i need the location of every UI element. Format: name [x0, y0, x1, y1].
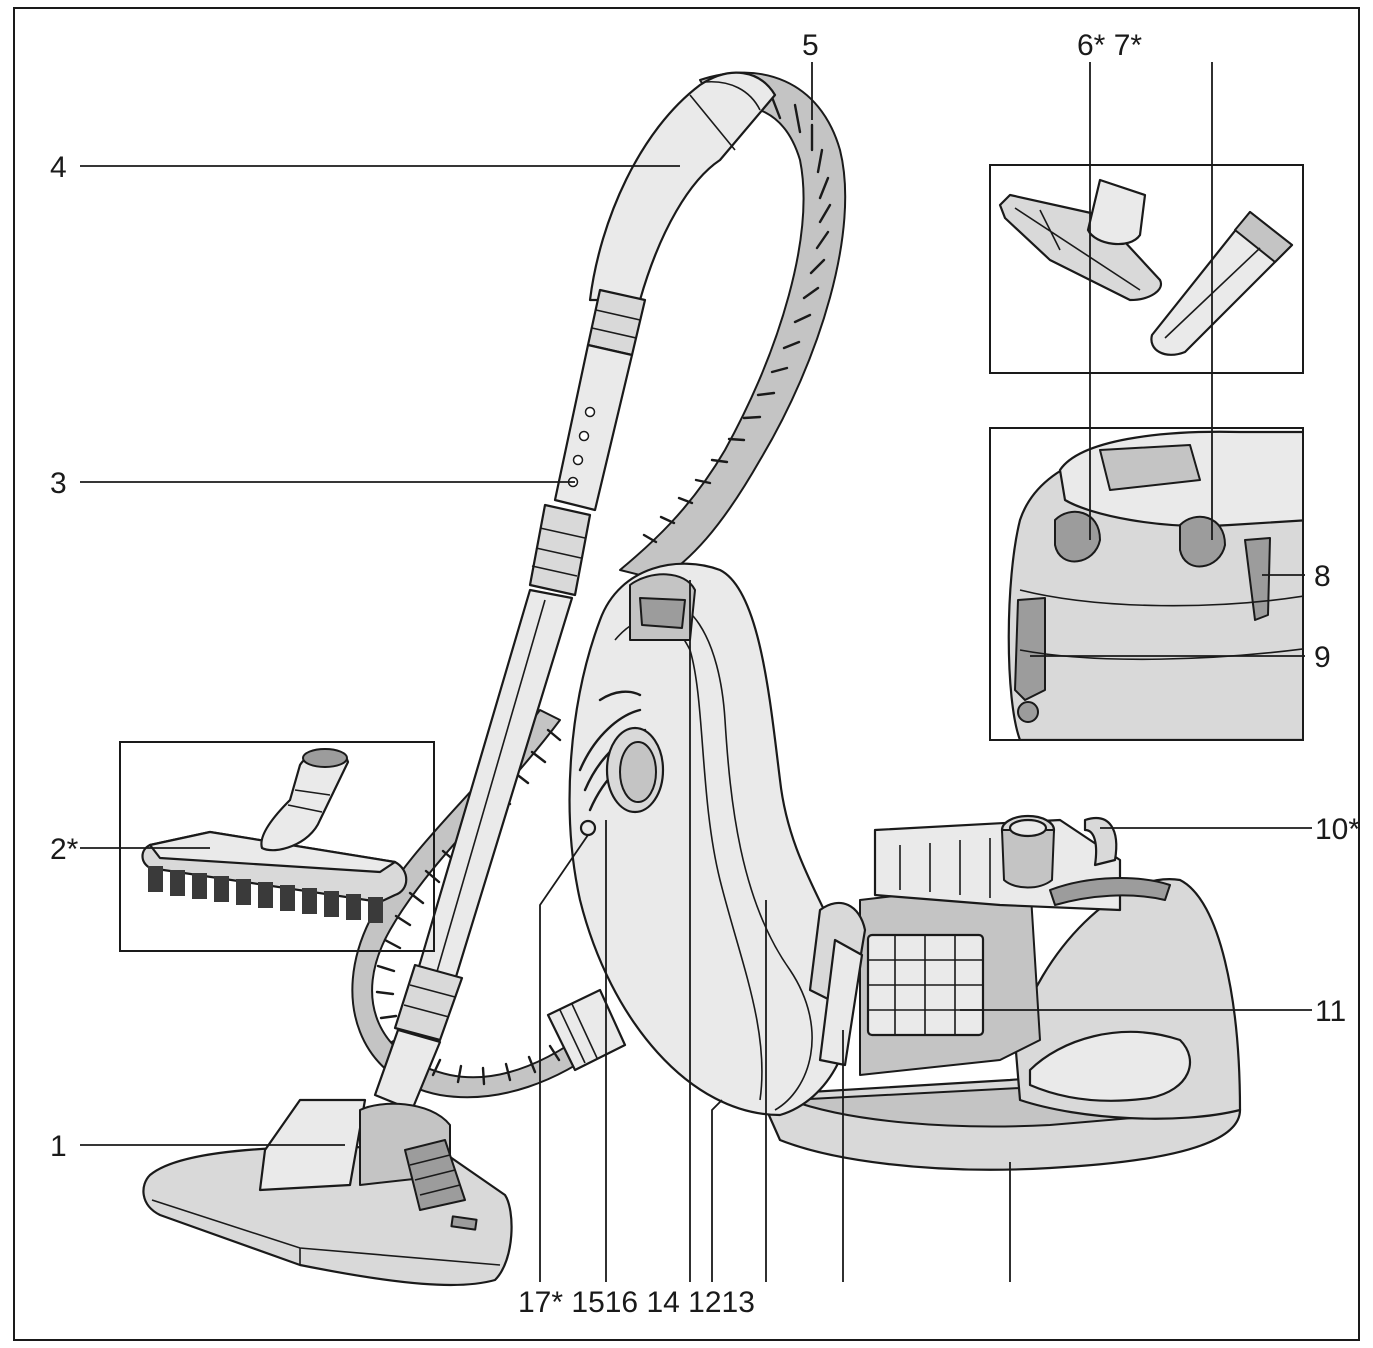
inset-storage: [989, 427, 1304, 741]
leader-line-12: [711, 1099, 723, 1282]
inset-accessories: [989, 164, 1304, 374]
callout-label-6-7: 6* 7*: [1077, 29, 1142, 62]
callout-label-11: 11: [1315, 995, 1346, 1028]
callout-label-2: 2*: [50, 833, 79, 866]
callout-label-9: 9: [1314, 641, 1331, 674]
brush-bristles: [148, 866, 383, 923]
callout-label-bottom: 17* 1516 14 1213: [518, 1286, 755, 1319]
callout-label-8: 8: [1314, 560, 1331, 593]
callout-label-1: 1: [50, 1130, 67, 1163]
callout-labels: 4 3 2* 1 5 6* 7* 8 9 10* 11 17* 1516 14 …: [50, 29, 1360, 1319]
leader-line-17: [539, 834, 589, 1282]
callout-label-3: 3: [50, 467, 67, 500]
page-frame: [13, 7, 1360, 1341]
inset-parquet-brush: [119, 741, 435, 952]
callout-label-5: 5: [802, 29, 819, 62]
callout-lines: [80, 62, 1312, 1282]
telescopic-tube: [373, 343, 634, 1112]
callout-label-10: 10*: [1315, 813, 1360, 846]
hose-handle: [586, 71, 777, 357]
callout-label-4: 4: [50, 151, 67, 184]
vacuum-body: [568, 562, 1242, 1171]
floor-nozzle: [142, 1098, 513, 1287]
